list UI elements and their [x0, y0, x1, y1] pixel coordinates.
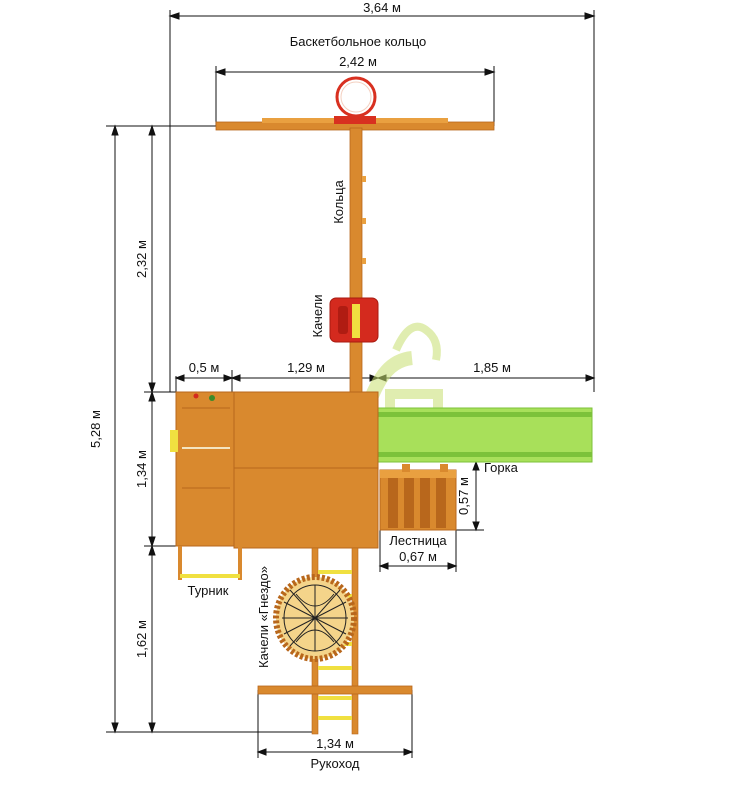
monkey-bars-label: Рукоход — [311, 756, 360, 771]
deck-to-end-dim-label: 1,62 м — [134, 620, 149, 658]
total-width-dim-label: 3,64 м — [363, 0, 401, 15]
ladder-icon — [379, 464, 457, 531]
deck-width-dim-label: 1,29 м — [287, 360, 325, 375]
swing-seat-icon — [329, 297, 379, 343]
beam-to-deck-dim-label: 2,32 м — [134, 240, 149, 278]
slide-icon — [377, 407, 593, 463]
bar-icon — [178, 546, 242, 580]
bar-label: Турник — [188, 583, 229, 598]
ladder-height-dim-label: 0,57 м — [456, 477, 471, 515]
left-ledge-dim-label: 0,5 м — [189, 360, 220, 375]
monkey-bar-width-dim-label: 1,34 м — [316, 736, 354, 751]
slide-label: Горка — [484, 460, 519, 475]
rings-label: Кольца — [331, 179, 346, 223]
total-length-dim-label: 5,28 м — [88, 410, 103, 448]
swing-label: Качели — [310, 295, 325, 338]
dimension-lines — [106, 10, 596, 758]
ladder-width-dim-label: 0,67 м — [399, 549, 437, 564]
ladder-label: Лестница — [389, 533, 447, 548]
deck-depth-dim-label: 1,34 м — [134, 450, 149, 488]
basketball-hoop-label: Баскетбольное кольцо — [290, 34, 427, 49]
nest-swing-icon — [273, 574, 357, 662]
central-post — [349, 127, 366, 393]
basketball-hoop-icon — [334, 76, 377, 124]
main-deck — [170, 391, 379, 549]
slide-length-dim-label: 1,85 м — [473, 360, 511, 375]
hoop-beam-dim-label: 2,42 м — [339, 54, 377, 69]
nest-swing-label: Качели «Гнездо» — [256, 566, 271, 668]
